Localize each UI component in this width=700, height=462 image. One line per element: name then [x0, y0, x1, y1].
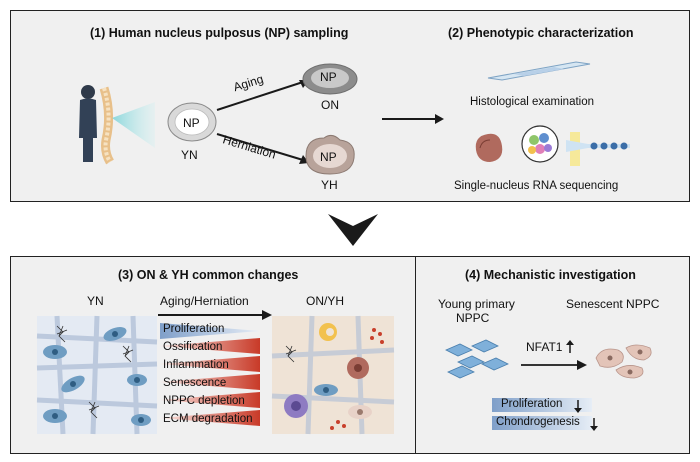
proliferation-decrease-bar — [160, 323, 260, 339]
panel1-title: (1) Human nucleus pulposus (NP) sampling — [90, 26, 349, 40]
young-nppc-label-line2: NPPC — [456, 311, 490, 325]
histology-slide-icon — [487, 61, 591, 81]
panel3-arrow-label: Aging/Herniation — [160, 294, 249, 308]
panel3-yn-label: YN — [87, 294, 104, 308]
change-label: Inflammation — [163, 359, 229, 371]
change-label: Senescence — [163, 377, 227, 389]
change-label: NPPC depletion — [163, 395, 245, 407]
histology-label: Histological examination — [470, 96, 595, 108]
np-disc — [167, 102, 217, 142]
nfat1-arrow — [521, 360, 587, 370]
on-disc-label: NP — [320, 70, 337, 84]
panel3-onyh-label: ON/YH — [306, 294, 345, 308]
senescent-nppc-label: Senescent NPPC — [566, 297, 660, 311]
yh-label: YH — [321, 178, 338, 192]
aging-herniation-arrow — [158, 310, 272, 320]
np-disc-label: NP — [183, 116, 200, 130]
top-panel — [10, 10, 690, 202]
down-chevron-arrow — [328, 214, 378, 246]
panel2-title: (2) Phenotypic characterization — [448, 26, 634, 40]
yh-disc — [305, 134, 355, 175]
yn-label: YN — [181, 148, 198, 162]
young-nppc-cells — [445, 339, 509, 379]
panel4-title: (4) Mechanistic investigation — [465, 268, 636, 282]
senescent-nppc-cells — [595, 344, 652, 379]
snrna-seq-label: Single-nucleus RNA sequencing — [454, 180, 619, 192]
onyh-tissue-illustration — [271, 315, 395, 435]
to-phenotypic-arrow — [382, 114, 444, 124]
result-chondrogenesis-label: Chondrogenesis — [496, 416, 580, 428]
nfat1-up-arrow-icon — [566, 340, 574, 353]
on-label: ON — [321, 98, 339, 112]
increase-bars — [160, 338, 260, 426]
panel3-title: (3) ON & YH common changes — [118, 268, 299, 282]
human-spine-illustration — [79, 85, 155, 165]
change-label: Proliferation — [163, 323, 225, 335]
chondrogenesis-down-arrow-icon — [590, 418, 598, 431]
change-label: Ossification — [163, 341, 223, 353]
aging-arrow — [216, 80, 309, 111]
change-label: ECM degradation — [163, 413, 253, 425]
snrna-seq-illustration — [475, 125, 630, 166]
young-nppc-label-line1: Young primary — [438, 297, 515, 311]
result-proliferation-label: Proliferation — [501, 398, 563, 410]
on-disc — [302, 63, 358, 95]
nfat1-label: NFAT1 — [526, 340, 563, 354]
proliferation-down-arrow-icon — [574, 400, 582, 413]
result-bars — [492, 398, 592, 430]
yh-disc-label: NP — [320, 150, 337, 164]
yn-tissue-illustration — [36, 315, 158, 435]
